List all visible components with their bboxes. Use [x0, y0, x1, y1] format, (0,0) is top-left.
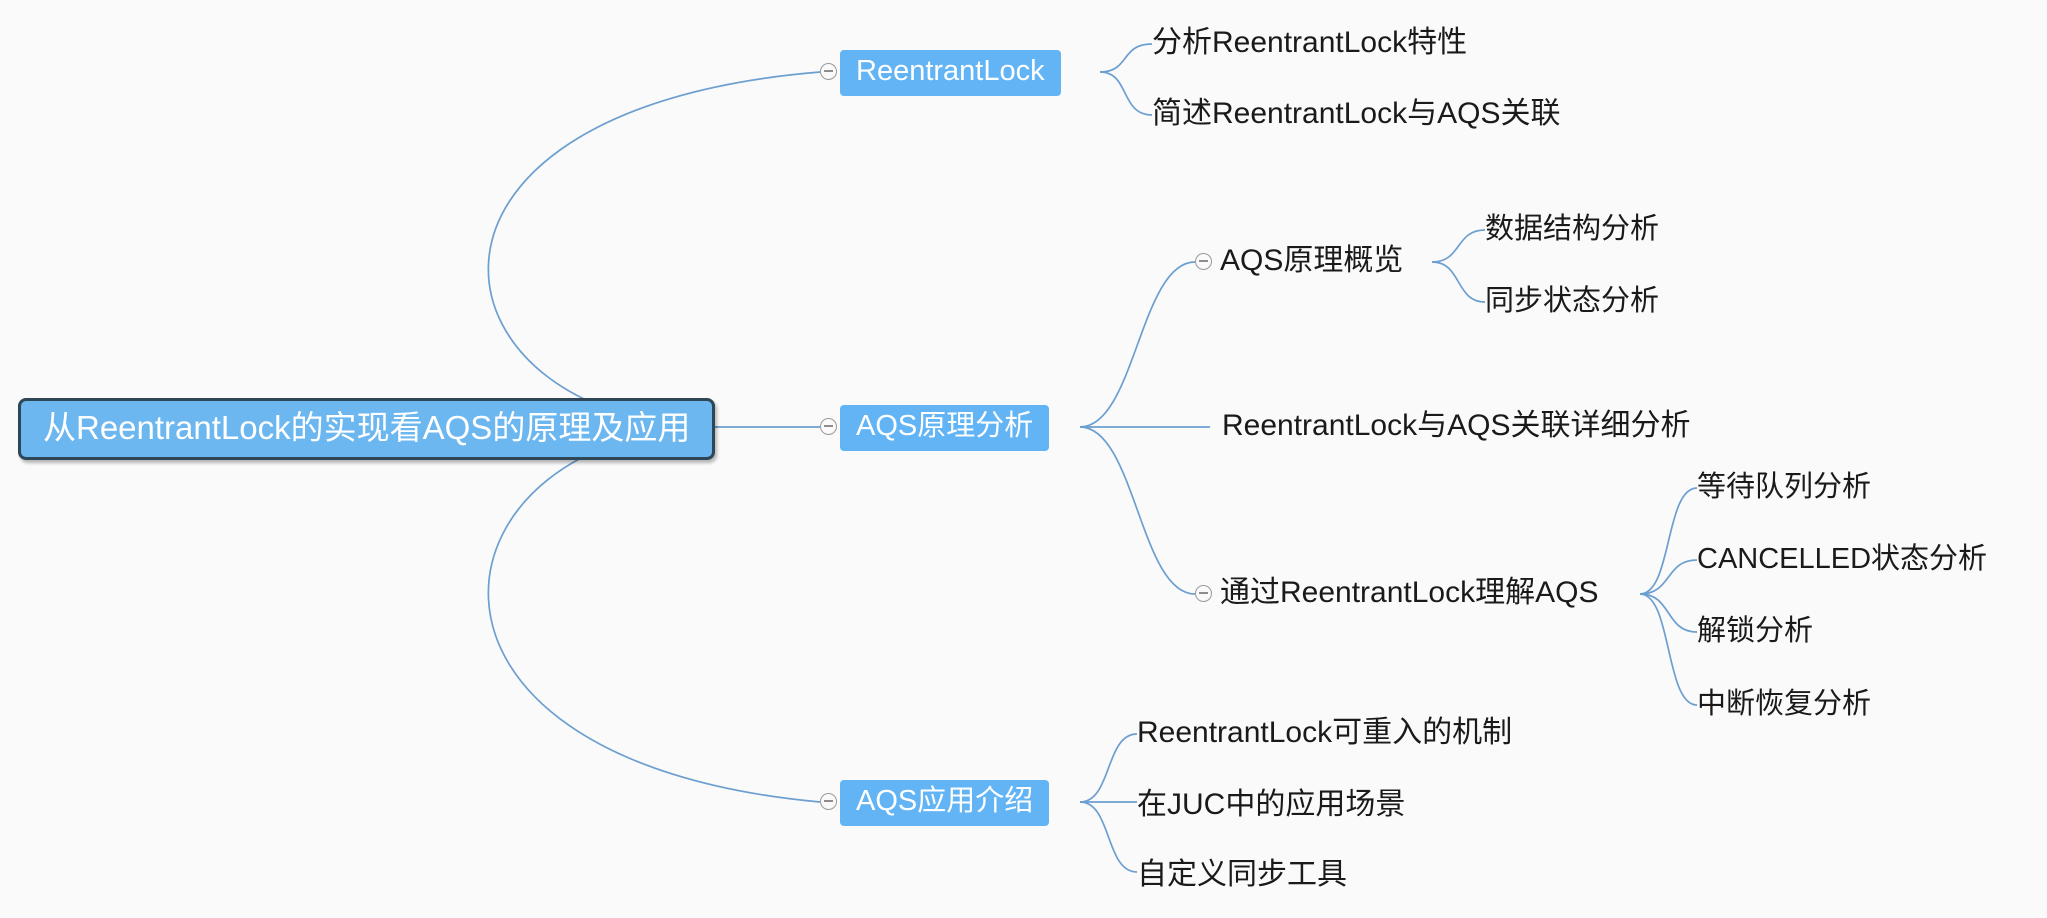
leaf-label: 在JUC中的应用场景 [1137, 788, 1406, 821]
root-node[interactable]: 从ReentrantLock的实现看AQS的原理及应用 [18, 398, 716, 460]
branch-node-aqs-principle[interactable]: AQS原理分析 [840, 405, 1050, 451]
leaf-node-cancelled-state-analysis[interactable]: CANCELLED状态分析 [1697, 545, 1987, 574]
leaf-node-juc-use-cases[interactable]: 在JUC中的应用场景 [1137, 790, 1405, 820]
edge-root-to-reentrantlock [487, 71, 821, 428]
edge-overview-to-child-2 [1431, 261, 1486, 303]
leaf-node-analyze-reentrantlock-features[interactable]: 分析ReentrantLock特性 [1152, 28, 1467, 58]
branch-node-reentrantlock-label: ReentrantLock [856, 55, 1045, 87]
root-node-label: 从ReentrantLock的实现看AQS的原理及应用 [43, 409, 691, 446]
edge-understand-to-child-1 [1639, 487, 1698, 595]
leaf-label: 等待队列分析 [1697, 471, 1872, 503]
collapse-toggle-understand-aqs[interactable] [1195, 585, 1212, 602]
leaf-label: 数据结构分析 [1485, 213, 1660, 245]
leaf-label: 中断恢复分析 [1697, 688, 1872, 720]
leaf-label: ReentrantLock可重入的机制 [1137, 716, 1513, 749]
edge-understand-to-child-4 [1639, 593, 1698, 706]
edge-understand-to-child-3 [1639, 593, 1698, 633]
leaf-node-sync-state-analysis[interactable]: 同步状态分析 [1485, 287, 1659, 316]
edge-understand-to-child-2 [1639, 559, 1698, 595]
edge-overview-to-child-1 [1431, 229, 1486, 263]
leaf-label: 解锁分析 [1697, 615, 1814, 647]
leaf-node-interrupt-recovery-analysis[interactable]: 中断恢复分析 [1697, 690, 1871, 719]
leaf-label: ReentrantLock与AQS关联详细分析 [1222, 409, 1691, 442]
leaf-label: 简述ReentrantLock与AQS关联 [1152, 97, 1561, 130]
edge-aqs-principle-to-understand [1079, 426, 1196, 595]
node-aqs-overview-label: AQS原理概览 [1220, 244, 1404, 277]
node-understand-aqs-via-reentrantlock[interactable]: 通过ReentrantLock理解AQS [1220, 578, 1598, 608]
node-aqs-overview[interactable]: AQS原理概览 [1220, 246, 1403, 276]
branch-node-reentrantlock[interactable]: ReentrantLock [840, 50, 1061, 96]
leaf-node-reentrant-mechanism[interactable]: ReentrantLock可重入的机制 [1137, 718, 1512, 748]
branch-node-aqs-principle-label: AQS原理分析 [856, 410, 1034, 442]
edge-aqs-application-to-child-3 [1079, 801, 1138, 873]
leaf-node-unlock-analysis[interactable]: 解锁分析 [1697, 617, 1813, 646]
leaf-node-describe-reentrantlock-aqs-relation[interactable]: 简述ReentrantLock与AQS关联 [1152, 99, 1560, 129]
branch-node-aqs-application[interactable]: AQS应用介绍 [840, 780, 1050, 826]
node-understand-aqs-label: 通过ReentrantLock理解AQS [1220, 576, 1599, 609]
edge-root-to-aqs-application [487, 426, 821, 803]
edge-aqs-application-to-child-1 [1079, 733, 1138, 803]
collapse-toggle-aqs-application[interactable] [820, 793, 837, 810]
leaf-label: CANCELLED状态分析 [1697, 543, 1988, 575]
branch-node-aqs-application-label: AQS应用介绍 [856, 785, 1034, 817]
leaf-node-reentrantlock-aqs-detail-analysis[interactable]: ReentrantLock与AQS关联详细分析 [1222, 411, 1690, 441]
collapse-toggle-reentrantlock[interactable] [820, 63, 837, 80]
edge-reentrantlock-to-child-1 [1099, 43, 1153, 73]
leaf-node-custom-sync-tools[interactable]: 自定义同步工具 [1137, 860, 1347, 890]
edge-reentrantlock-to-child-2 [1099, 71, 1153, 116]
edge-aqs-principle-to-overview [1079, 261, 1196, 428]
collapse-toggle-aqs-principle[interactable] [820, 418, 837, 435]
leaf-node-data-structure-analysis[interactable]: 数据结构分析 [1485, 215, 1659, 244]
leaf-label: 自定义同步工具 [1137, 858, 1347, 891]
leaf-label: 分析ReentrantLock特性 [1152, 26, 1468, 59]
collapse-toggle-aqs-overview[interactable] [1195, 253, 1212, 270]
leaf-label: 同步状态分析 [1485, 285, 1660, 317]
leaf-node-wait-queue-analysis[interactable]: 等待队列分析 [1697, 473, 1871, 502]
